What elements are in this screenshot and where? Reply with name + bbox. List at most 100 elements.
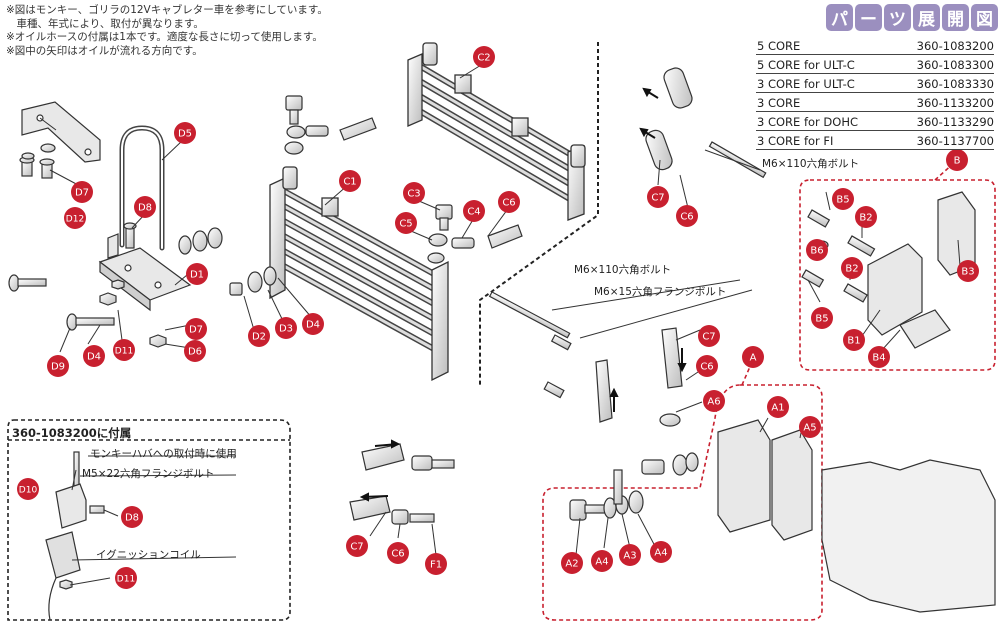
section-divider	[479, 42, 599, 385]
part-badge-f1: F1	[425, 553, 447, 575]
badge-circle	[47, 355, 69, 377]
badge-label: C3	[407, 189, 420, 200]
u-bolt-d5-inner	[121, 126, 163, 249]
badge-circle	[463, 200, 485, 222]
model-row: 5 CORE 360-1083200	[756, 36, 994, 55]
badge-label: B4	[872, 353, 885, 364]
badge-circle	[174, 122, 196, 144]
badge-label: A4	[654, 548, 667, 559]
model-row: 3 CORE for DOHC 360-1133290	[756, 112, 994, 131]
badge-circle	[946, 149, 968, 171]
part-badge-d8: D8	[134, 196, 156, 218]
badge-label: D9	[51, 362, 65, 373]
title-char: ー	[855, 4, 882, 31]
part-badge-d9: D9	[47, 355, 69, 377]
badge-circle	[703, 390, 725, 412]
part-badge-b3: B3	[957, 260, 979, 282]
badge-label: C6	[700, 362, 713, 373]
part-badge-d5: D5	[174, 122, 196, 144]
badge-circle	[346, 535, 368, 557]
badge-label: C6	[680, 212, 693, 223]
badge-circle	[698, 325, 720, 347]
badge-label: C4	[467, 207, 480, 218]
part-badge-c5: C5	[395, 212, 417, 234]
badge-circle	[17, 478, 39, 500]
part-badge-c7: C7	[698, 325, 720, 347]
part-badge-d11: D11	[115, 567, 137, 589]
notes: ※図はモンキー、ゴリラの12Vキャブレター車を参考にしています。 車種、年式によ…	[6, 4, 328, 58]
badge-circle	[64, 207, 86, 229]
model-code: 360-1133200	[916, 96, 994, 110]
model-code: 360-1083200	[916, 39, 994, 53]
part-badge-c7: C7	[346, 535, 368, 557]
badge-label: B	[954, 156, 961, 167]
part-badge-c2: C2	[473, 46, 495, 68]
badge-circle	[403, 182, 425, 204]
part-badge-a4: A4	[591, 550, 613, 572]
part-badge-d11: D11	[113, 339, 135, 361]
part-badge-a4: A4	[650, 541, 672, 563]
badge-label: B5	[836, 195, 849, 206]
badge-circle	[811, 307, 833, 329]
part-badge-c3: C3	[403, 182, 425, 204]
model-row: 3 CORE 360-1133200	[756, 93, 994, 112]
badge-label: F1	[430, 560, 442, 571]
badge-label: A6	[707, 397, 720, 408]
small-hardware	[8, 67, 996, 621]
part-badge-c6: C6	[676, 205, 698, 227]
model-name: 3 CORE for FI	[757, 134, 834, 148]
badge-circle	[121, 506, 143, 528]
badge-label: C5	[399, 219, 412, 230]
part-badge-c4: C4	[463, 200, 485, 222]
badge-circle	[561, 552, 583, 574]
badge-circle	[855, 206, 877, 228]
part-badge-b2: B2	[855, 206, 877, 228]
badge-circle	[696, 355, 718, 377]
badge-label: B1	[847, 336, 860, 347]
badge-circle	[113, 339, 135, 361]
part-badge-a5: A5	[799, 416, 821, 438]
badge-circle	[387, 542, 409, 564]
part-badge-d2: D2	[248, 325, 270, 347]
dashed-box-inset	[7, 419, 291, 621]
badge-circle	[395, 212, 417, 234]
part-badge-d7: D7	[71, 181, 93, 203]
badge-circle	[676, 205, 698, 227]
badge-circle	[832, 188, 854, 210]
page-title: パ ー ツ 展 開 図	[826, 4, 998, 32]
badge-label: D5	[178, 129, 192, 140]
badge-circle	[498, 191, 520, 213]
badge-circle	[184, 340, 206, 362]
badge-circle	[185, 318, 207, 340]
badge-label: A	[750, 353, 757, 364]
part-badge-d4: D4	[302, 313, 324, 335]
badge-label: C6	[391, 549, 404, 560]
bracket-top-left	[21, 101, 101, 163]
badge-label: A3	[623, 551, 636, 562]
badge-label: D8	[138, 203, 152, 214]
model-code: 360-1083330	[916, 77, 994, 91]
badge-circle	[71, 181, 93, 203]
model-code: 360-1133290	[916, 115, 994, 129]
badge-label: C7	[350, 542, 363, 553]
badge-label: A2	[565, 559, 578, 570]
badge-label: B2	[845, 264, 858, 275]
badge-circle	[647, 186, 669, 208]
model-code: 360-1137700	[916, 134, 994, 148]
model-name: 5 CORE	[757, 39, 801, 53]
label-bolt-m6-110: M6×110六角ボルト	[574, 264, 672, 276]
badge-circle	[275, 317, 297, 339]
badge-circle	[115, 567, 137, 589]
badge-label: D7	[75, 188, 89, 199]
model-row: 5 CORE for ULT-C 360-1083300	[756, 55, 994, 74]
badge-label: C6	[502, 198, 515, 209]
part-badge-b: B	[946, 149, 968, 171]
title-char: 図	[971, 4, 998, 31]
part-badge-b2: B2	[841, 257, 863, 279]
label-bolt-m5-22: M5×22六角フランジボルト	[82, 468, 215, 480]
badge-circle	[868, 346, 890, 368]
part-badge-d10: D10	[17, 478, 39, 500]
part-badge-c7: C7	[647, 186, 669, 208]
